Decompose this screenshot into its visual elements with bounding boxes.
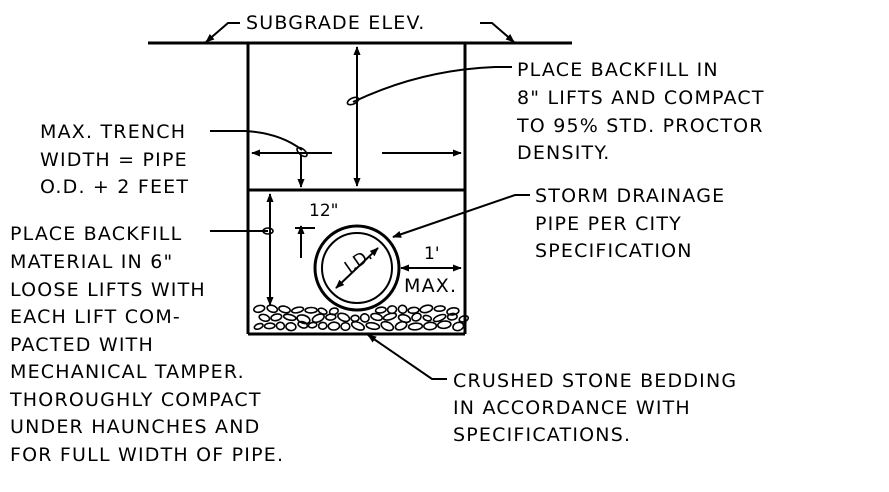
bedding-stone [337, 312, 351, 323]
bedding-stone [307, 321, 318, 329]
lower-backfill-line-2: MATERIAL IN 6" [10, 251, 173, 273]
bedding-stone [382, 312, 398, 321]
storm-pipe-outer [313, 224, 401, 312]
storm-pipe-line-3: SPECIFICATION [535, 240, 693, 262]
bedding-stone [327, 321, 341, 331]
bedding-stone [350, 314, 360, 323]
lower-backfill-line-3: LOOSE LIFTS WITH [10, 279, 206, 301]
bedding-stone [297, 320, 309, 329]
bedding-stone [380, 320, 395, 332]
bedding-line-3: SPECIFICATIONS. [453, 424, 631, 446]
bedding-stone [350, 320, 366, 331]
upper-backfill-note: PLACE BACKFILL IN 8" LIFTS AND COMPACT T… [516, 59, 765, 164]
trench-width-leader [210, 130, 303, 151]
bedding-stone [325, 313, 337, 321]
bedding-stone [317, 321, 328, 331]
bedding-stone [458, 314, 470, 323]
bedding-stone [359, 313, 370, 323]
bedding-note: CRUSHED STONE BEDDING IN ACCORDANCE WITH… [453, 370, 737, 446]
bedding-stone [407, 322, 424, 331]
subgrade-leader-left [205, 22, 240, 43]
bedding-stone [253, 322, 264, 331]
storm-pipe-leader [392, 194, 530, 238]
lower-backfill-line-4: EACH LIFT COM- [10, 306, 181, 328]
bedding-stone [270, 313, 283, 322]
bedding-stone [423, 321, 438, 331]
bedding-stone [432, 313, 447, 323]
bedding-stone [304, 306, 318, 314]
cover-dimension-label: 12" [309, 201, 338, 221]
subgrade-leader-right [480, 22, 515, 43]
storm-pipe-note: STORM DRAINAGE PIPE PER CITY SPECIFICATI… [535, 185, 725, 262]
bedding-stone [433, 305, 446, 313]
upper-backfill-line-1: PLACE BACKFILL IN [517, 59, 719, 81]
clearance-label: 1' [424, 244, 440, 264]
bedding-stone [263, 322, 276, 330]
trench-width-line-1: MAX. TRENCH [40, 121, 186, 143]
pipe-id-label: I.D. [341, 245, 376, 278]
storm-pipe-inner [321, 232, 393, 304]
bedding-line-1: CRUSHED STONE BEDDING [453, 370, 737, 392]
upper-backfill-marker [346, 96, 360, 106]
bedding-line-2: IN ACCORDANCE WITH [453, 397, 691, 419]
lower-backfill-line-8: UNDER HAUNCHES AND [10, 416, 261, 438]
lower-backfill-line-7: THOROUGHLY COMPACT [9, 389, 262, 411]
bedding-stone [397, 304, 408, 314]
upper-backfill-line-4: DENSITY. [517, 142, 611, 164]
bedding-stone [446, 307, 460, 316]
bedding-stone [340, 321, 351, 332]
bedding-stone [436, 320, 452, 330]
bedding-stone [422, 314, 433, 322]
bedding-stone [394, 320, 408, 331]
subgrade-label: SUBGRADE ELEV. [246, 12, 425, 34]
upper-backfill-leader [352, 66, 512, 103]
storm-pipe-line-1: STORM DRAINAGE [535, 185, 725, 207]
clearance-max-label: MAX. [404, 275, 457, 297]
bedding-stone [446, 312, 458, 321]
crushed-stone-bedding [253, 304, 470, 332]
bedding-stone [290, 306, 305, 314]
lower-backfill-marker [262, 227, 274, 235]
bedding-stone [258, 313, 271, 323]
lower-backfill-line-5: PACTED WITH [10, 334, 154, 356]
bedding-stone [407, 306, 420, 315]
trench-width-marker [296, 146, 308, 158]
lower-backfill-line-1: PLACE BACKFILL [10, 223, 182, 245]
trench-width-note: MAX. TRENCH WIDTH = PIPE O.D. + 2 FEET [40, 121, 189, 198]
bedding-stone [411, 312, 422, 322]
bedding-stone [278, 305, 292, 314]
bedding-stone [266, 304, 279, 314]
bedding-stone [296, 314, 311, 325]
bedding-leader [367, 334, 447, 380]
bedding-stone [285, 321, 297, 332]
lower-backfill-note: PLACE BACKFILL MATERIAL IN 6" LOOSE LIFT… [9, 223, 284, 466]
bedding-stone [370, 312, 384, 322]
lower-backfill-line-9: FOR FULL WIDTH OF PIPE. [10, 444, 284, 466]
bedding-stone [419, 304, 434, 314]
lower-backfill-line-6: MECHANICAL TAMPER. [10, 361, 245, 383]
pipe-id-dimension [335, 247, 379, 289]
bedding-stone [311, 313, 325, 324]
bedding-stone [275, 321, 286, 331]
bedding-stone [452, 321, 465, 332]
bedding-stone [365, 321, 381, 331]
storm-pipe-line-2: PIPE PER CITY [535, 213, 682, 235]
trench-width-line-3: O.D. + 2 FEET [40, 176, 189, 198]
trench-width-line-2: WIDTH = PIPE [40, 149, 188, 171]
bedding-stone [374, 306, 387, 314]
bedding-stone [282, 313, 297, 322]
bedding-stone [253, 304, 266, 314]
upper-backfill-line-3: TO 95% STD. PROCTOR [516, 115, 764, 137]
upper-backfill-line-2: 8" LIFTS AND COMPACT [517, 87, 765, 109]
